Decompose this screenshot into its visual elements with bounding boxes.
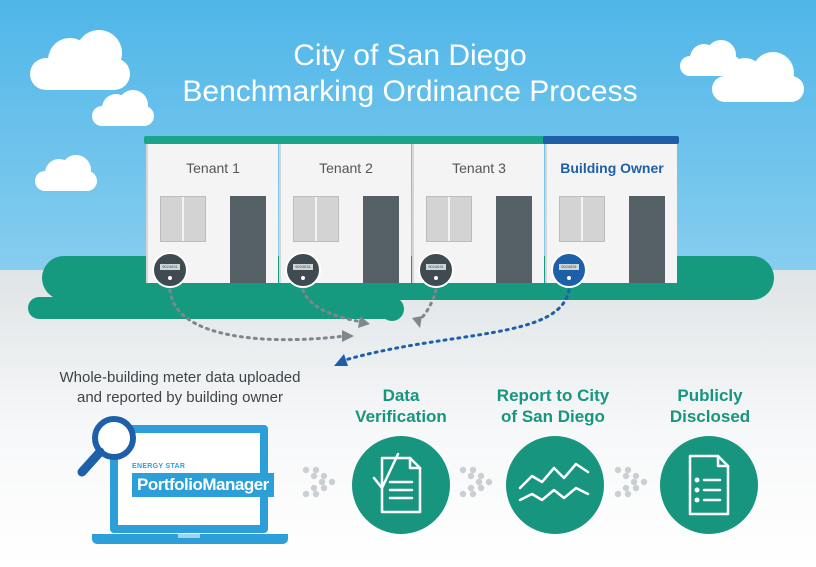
step-label-report-to-city: Report to City of San Diego [473,385,633,427]
laptop-base [92,534,288,544]
page-title: City of San Diego Benchmarking Ordinance… [140,38,680,110]
step-label-line: of San Diego [501,407,605,426]
step-label-line: Disclosed [669,407,751,426]
meter-label: 9024631 [160,264,180,270]
unit-label: Tenant 2 [319,160,373,176]
title-line-1: City of San Diego [293,39,527,72]
door [230,196,266,283]
step-label-line: Report to City [496,386,610,405]
cloud-icon [30,30,130,90]
left-caption-line-1: Whole-building meter data uploaded [59,369,301,386]
window [160,196,206,242]
line-chart-icon [518,462,590,502]
unit-label: Tenant 3 [452,160,506,176]
meter-icon: 9024631 [285,252,321,288]
meter-label: 9024631 [293,264,313,270]
checklist-document-icon [688,454,730,516]
cloud-icon [92,90,154,126]
cloud-icon [712,52,804,102]
cloud-icon [35,155,97,191]
window [293,196,339,242]
unit-label: Tenant 1 [186,160,240,176]
magnifier-icon [77,416,136,477]
step-data-verification [352,436,450,534]
left-caption: Whole-building meter data uploaded and r… [30,368,330,408]
step-report-to-city [506,436,604,534]
laptop-icon: ENERGY STAR PortfolioManager [110,425,274,533]
left-caption-line-2: and reported by building owner [77,389,283,406]
window [426,196,472,242]
laptop-notch [178,534,200,538]
portfolio-manager-logo: PortfolioManager [132,473,274,497]
step-label-line: Publicly [677,386,743,405]
unit-roof [543,136,679,144]
unit-roof [410,136,546,144]
step-publicly-disclosed [660,436,758,534]
title-line-2: Benchmarking Ordinance Process [182,75,638,108]
unit-roof [144,136,280,144]
step-label-data-verification: Data Verification [321,385,481,427]
unit-roof [277,136,413,144]
door [496,196,532,283]
document-check-icon [372,452,422,514]
window [559,196,605,242]
meter-icon: 9024631 [551,252,587,288]
energy-star-text: ENERGY STAR [132,463,186,470]
meter-icon: 9024631 [152,252,188,288]
step-label-publicly-disclosed: Publicly Disclosed [630,385,790,427]
door [629,196,665,283]
pipe-junction [380,297,404,321]
laptop-screen: ENERGY STAR PortfolioManager [118,433,274,525]
meter-icon: 9024631 [418,252,454,288]
data-pipe [28,297,400,319]
unit-label: Building Owner [560,160,664,176]
meter-label: 9024631 [426,264,446,270]
step-label-line: Verification [355,407,447,426]
step-label-line: Data [382,386,420,405]
door [363,196,399,283]
meter-label: 9024631 [559,264,579,270]
